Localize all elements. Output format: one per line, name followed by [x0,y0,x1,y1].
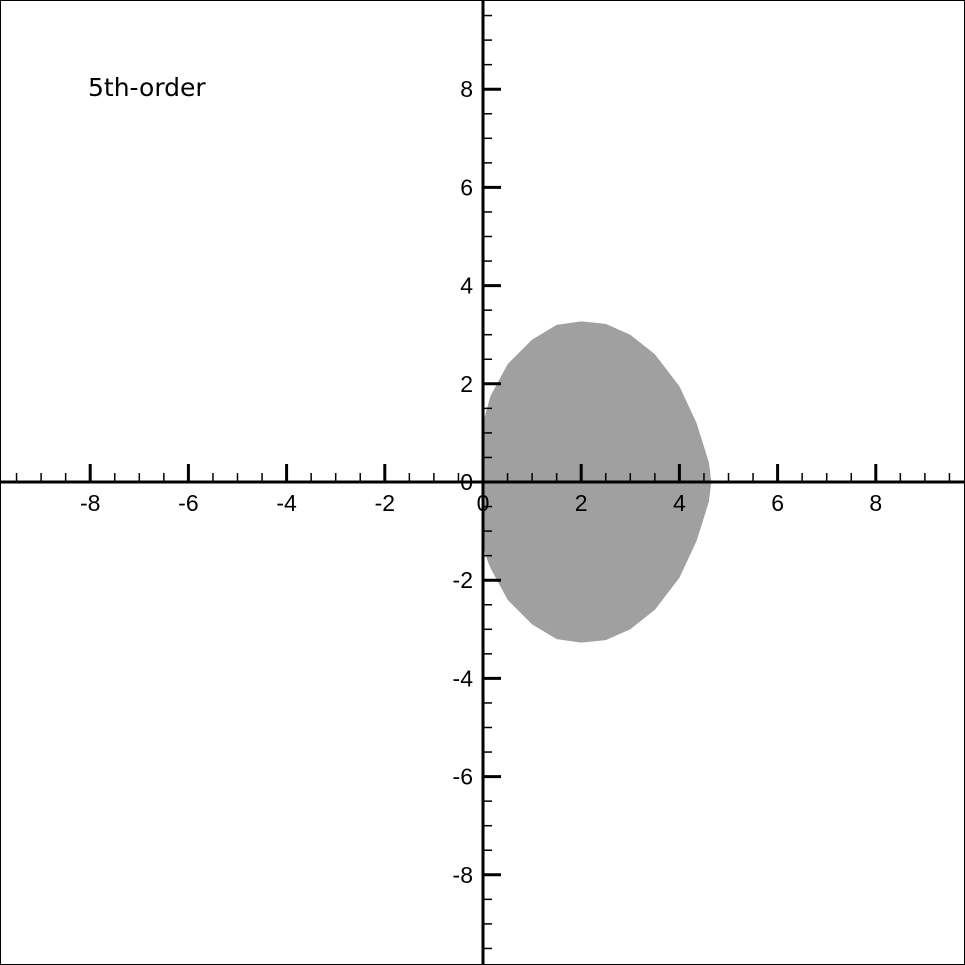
x-tick-label: 0 [477,490,490,516]
y-tick-label: 8 [460,76,473,102]
x-tick-label: 6 [771,490,784,516]
y-tick-label: 6 [460,174,473,200]
y-tick-label: -2 [453,567,473,593]
y-tick-label: -8 [453,862,473,888]
y-tick-label: 4 [460,273,473,299]
x-tick-label: 2 [575,490,588,516]
x-tick-label: -2 [375,490,395,516]
y-tick-labels: -8 -6 -4 -2 0 2 4 6 8 [453,76,474,888]
x-tick-label: 4 [673,490,686,516]
order-annotation: 5th-order [88,73,206,102]
x-tick-labels: -8 -6 -4 -2 0 2 4 6 8 [80,490,882,516]
x-tick-label: -6 [178,490,198,516]
x-tick-label: -8 [80,490,100,516]
y-tick-label: -4 [453,665,474,691]
y-tick-label: 0 [460,469,473,495]
y-tick-label: 2 [460,371,473,397]
x-tick-label: 8 [869,490,882,516]
y-tick-label: -6 [453,764,473,790]
major-ticks [88,87,878,877]
x-tick-label: -4 [276,490,297,516]
